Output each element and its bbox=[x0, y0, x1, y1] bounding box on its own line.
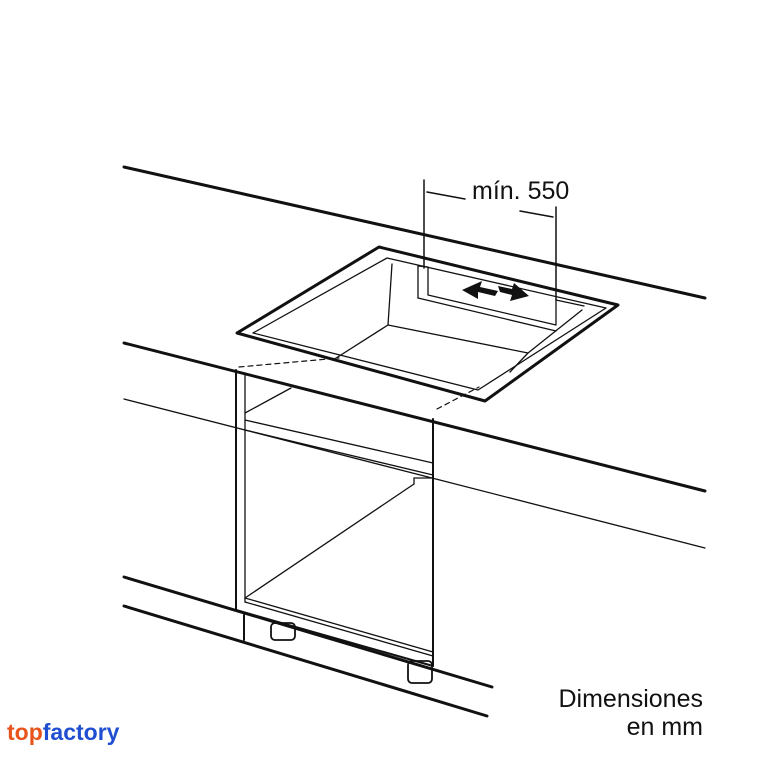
airflow-arrow-left bbox=[462, 281, 498, 299]
cabinet-shelf-back bbox=[244, 429, 434, 476]
worktop-bottom-edge bbox=[123, 398, 706, 549]
cabinet-back-top bbox=[413, 477, 434, 485]
cabinet-base-top bbox=[244, 597, 434, 653]
foot-right bbox=[407, 660, 433, 684]
rear-ledge-bottom bbox=[417, 297, 557, 332]
dimension-line-left bbox=[426, 191, 466, 200]
cutout-inner-rim bbox=[252, 257, 607, 391]
brand-part-top: top bbox=[7, 719, 43, 745]
hidden-line-right bbox=[436, 386, 480, 410]
foot-middle bbox=[270, 622, 296, 641]
cabinet-floor-back bbox=[244, 601, 434, 657]
units-line-2: en mm bbox=[626, 713, 703, 741]
worktop-front-edge bbox=[122, 341, 707, 493]
brand-logo: topfactory bbox=[7, 718, 119, 746]
floor-line-lower bbox=[122, 604, 489, 718]
worktop-back-edge bbox=[122, 165, 707, 300]
cabinet-floor-front bbox=[235, 609, 434, 667]
dimension-label: mín. 550 bbox=[472, 177, 570, 205]
cutout-inner-walls bbox=[387, 263, 583, 354]
cutout-outline bbox=[235, 245, 620, 403]
rear-ledge bbox=[417, 265, 585, 326]
airflow-arrow-right bbox=[498, 283, 529, 301]
cabinet-back-diagonal bbox=[244, 483, 415, 599]
cutout-inner-left-floor bbox=[332, 324, 389, 361]
cutout-inner-right-floor bbox=[509, 352, 529, 373]
units-note: Dimensiones en mm bbox=[558, 685, 703, 741]
cabinet-shelf-top bbox=[244, 387, 292, 414]
brand-part-factory: factory bbox=[42, 719, 120, 745]
dimension-line-right bbox=[519, 210, 554, 218]
hidden-line-left bbox=[238, 357, 340, 368]
floor-line-upper bbox=[122, 575, 494, 689]
units-line-1: Dimensiones bbox=[558, 685, 703, 713]
cabinet-shelf-front bbox=[244, 419, 434, 464]
